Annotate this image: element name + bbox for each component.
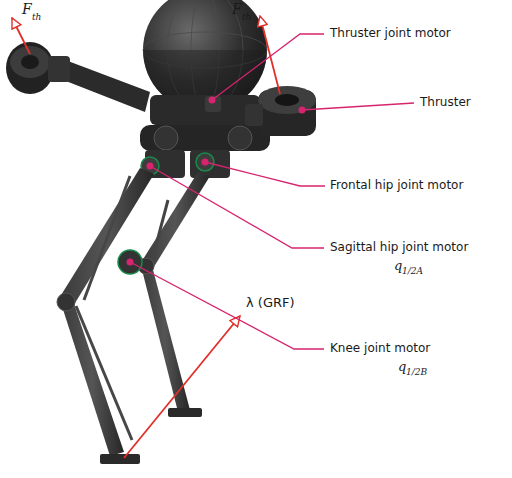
force-symbol: F: [22, 2, 32, 17]
part-label: Sagittal hip joint motor: [330, 241, 468, 254]
part-label: Frontal hip joint motor: [330, 179, 463, 192]
joint-symbol: q: [394, 259, 402, 273]
part-label: Thruster joint motor: [330, 27, 451, 40]
force-arrow: [12, 16, 280, 458]
leg: [138, 172, 210, 417]
leader-dot: [127, 97, 306, 266]
pelvis: [140, 95, 270, 178]
part-label: Thruster: [420, 96, 471, 109]
joint-subscript: 1/2B: [406, 368, 427, 378]
thruster: [6, 42, 70, 94]
force-subscript: th: [242, 13, 251, 23]
force-symbol: F: [232, 2, 242, 17]
leg: [57, 168, 154, 464]
force-subscript: th: [32, 13, 41, 23]
part-label: Knee joint motor: [330, 342, 430, 355]
joint-subscript: 1/2A: [402, 267, 423, 277]
joint-symbol: q: [398, 360, 406, 374]
force-label: λ (GRF): [246, 296, 295, 310]
